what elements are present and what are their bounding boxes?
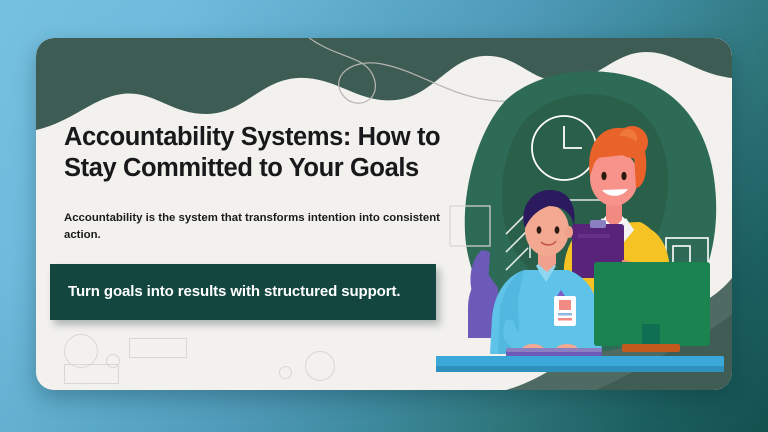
man-at-computer <box>490 190 602 358</box>
illustration-group <box>436 71 724 372</box>
slide-card: Accountability Systems: How to Stay Comm… <box>36 38 732 390</box>
slide-subtitle: Accountability is the system that transf… <box>64 212 440 241</box>
desktop-monitor <box>594 262 710 352</box>
office-chair <box>468 250 498 338</box>
desk <box>436 356 724 372</box>
outline-circle-small <box>106 354 120 368</box>
outline-rect-top <box>129 338 187 358</box>
id-badge-icon <box>554 290 576 326</box>
square-outline-decor <box>449 205 491 247</box>
outline-circle-right-small <box>279 366 292 379</box>
keyboard <box>506 348 602 358</box>
outline-circle-large <box>64 334 98 368</box>
callout-banner: Turn goals into results with structured … <box>50 264 436 320</box>
wave-top-shape <box>36 38 732 130</box>
outline-rect-bottom <box>64 364 119 384</box>
outline-circle-right-large <box>305 351 335 381</box>
page-title: Accountability Systems: How to Stay Comm… <box>64 123 441 183</box>
callout-banner-text: Turn goals into results with structured … <box>68 283 401 301</box>
card-background-art <box>36 38 732 390</box>
